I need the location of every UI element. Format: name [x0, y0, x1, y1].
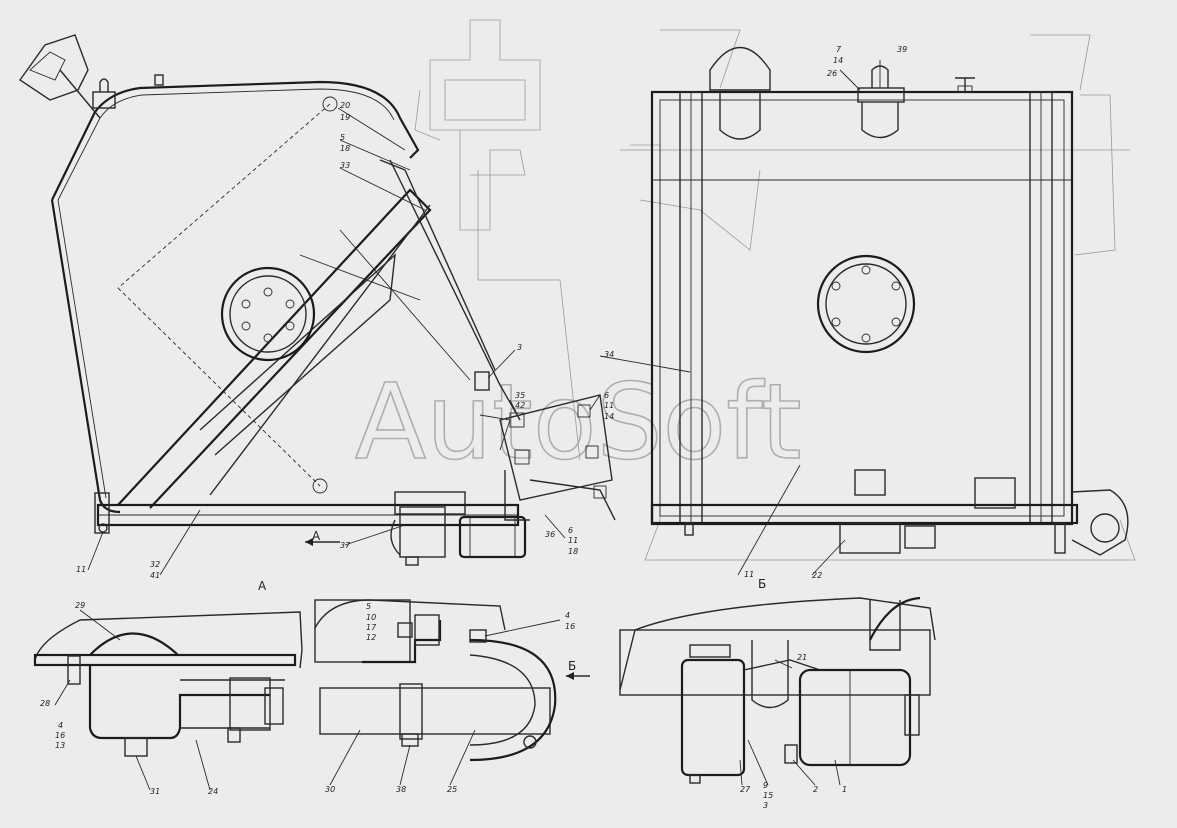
callout: 11 — [568, 536, 578, 545]
callout: 4 — [565, 611, 570, 620]
callout: 11 — [604, 401, 614, 410]
left-tank-construction — [117, 96, 421, 494]
callout: 20 — [340, 101, 350, 110]
callout: 1 — [842, 785, 847, 794]
callout: 14 — [833, 56, 843, 65]
view-title-b: Б — [758, 577, 766, 591]
callout: 11 — [76, 565, 86, 574]
right-bottom-fittings — [684, 469, 1066, 554]
callout: 16 — [55, 731, 65, 740]
callout: 6 — [604, 391, 609, 400]
callout: 10 — [366, 613, 376, 622]
callout: 14 — [604, 412, 614, 421]
callout: 30 — [325, 785, 335, 794]
callout: 6 — [568, 526, 573, 535]
callout: 15 — [763, 791, 773, 800]
callout: 31 — [150, 787, 160, 796]
callout: 38 — [396, 785, 406, 794]
callout: 12 — [366, 633, 376, 642]
left-view-background — [414, 19, 581, 461]
leader-lines — [54, 60, 881, 791]
callout: 18 — [568, 547, 578, 556]
callout: 2 — [813, 785, 818, 794]
callout: 25 — [447, 785, 457, 794]
left-support-bracket — [94, 159, 521, 534]
callout: 19 — [340, 113, 350, 122]
callout: 21 — [797, 653, 807, 662]
view-title-a: А — [258, 579, 267, 593]
detail-filter-cup — [33, 611, 303, 757]
callout: 41 — [150, 571, 160, 580]
arrow-label-a: А — [312, 529, 321, 543]
arrow-label-b: Б — [568, 659, 576, 673]
callout: 27 — [740, 785, 751, 794]
callout: 7 — [836, 45, 842, 54]
left-clamp-assembly — [474, 371, 616, 521]
right-view-background — [620, 29, 1136, 561]
right-tank-outline — [650, 46, 1129, 556]
callout: 5 — [340, 133, 345, 142]
left-tank-outline — [19, 34, 420, 514]
callout: 24 — [208, 787, 218, 796]
callout: 22 — [812, 571, 822, 580]
callout: 9 — [763, 781, 768, 790]
callout: 35 — [515, 391, 525, 400]
callout: 37 — [340, 541, 351, 550]
callout: 36 — [545, 530, 555, 539]
callout: 34 — [604, 350, 614, 359]
callout-labels: 20 19 5 18 33 3 35 42 6 11 14 36 6 11 18… — [40, 45, 907, 810]
callout: 29 — [75, 601, 85, 610]
callout: 3 — [517, 343, 522, 352]
callout: 3 — [763, 801, 768, 810]
callout: 13 — [55, 741, 65, 750]
right-inspection-hatch — [816, 254, 916, 354]
detail-pipe-joint — [314, 599, 557, 762]
view-arrows — [305, 538, 590, 680]
callout: 33 — [340, 161, 350, 170]
watermark-text: AutoSoft — [355, 361, 802, 483]
callout: 5 — [366, 602, 371, 611]
callout: 16 — [565, 622, 575, 631]
callout: 17 — [366, 623, 377, 632]
detail-pump-assembly — [619, 596, 936, 784]
callout: 11 — [744, 570, 754, 579]
callout: 32 — [150, 560, 160, 569]
callout: 28 — [40, 699, 50, 708]
callout: 39 — [897, 45, 907, 54]
left-fuel-filter — [390, 491, 527, 566]
callout: 42 — [515, 401, 525, 410]
callout: 4 — [58, 721, 63, 730]
left-inspection-hatch — [220, 266, 316, 362]
callout: 26 — [827, 69, 837, 78]
callout: 18 — [340, 144, 350, 153]
